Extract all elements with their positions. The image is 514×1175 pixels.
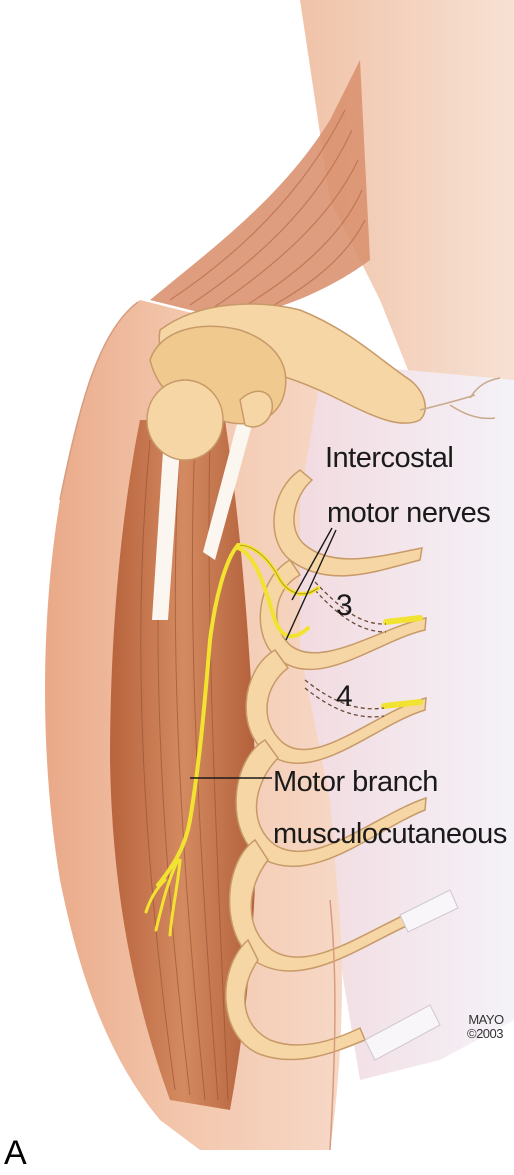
label-motor-branch-line2: musculocutaneous n. xyxy=(273,817,514,851)
label-rib-4: 4 xyxy=(336,681,352,713)
credit-year: ©2003 xyxy=(462,1027,508,1041)
label-intercostal-line1: Intercostal xyxy=(325,441,453,475)
humeral-head xyxy=(147,380,223,460)
label-rib-3: 3 xyxy=(336,590,352,622)
credit-mayo: MAYO xyxy=(464,1013,508,1027)
label-motor-branch-line1: Motor branch xyxy=(273,765,438,799)
label-intercostal-line2: motor nerves xyxy=(327,496,490,530)
panel-label: A xyxy=(4,1134,26,1172)
